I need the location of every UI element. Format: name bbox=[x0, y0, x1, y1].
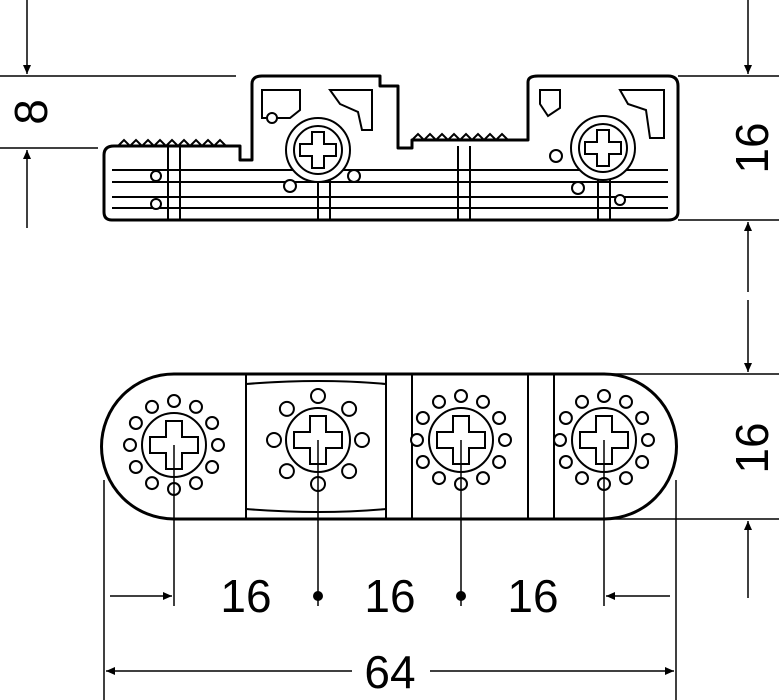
ring-hole bbox=[128, 416, 143, 430]
ring-hole bbox=[341, 400, 358, 417]
top-view: 16 bbox=[100, 300, 779, 700]
pitch-label-2: 16 bbox=[364, 570, 415, 622]
ring-hole bbox=[619, 471, 633, 486]
ring-hole bbox=[492, 455, 507, 469]
ring-hole bbox=[189, 476, 203, 491]
ring-hole bbox=[476, 471, 490, 486]
top-dot-rings bbox=[123, 388, 655, 496]
overall-label-64: 64 bbox=[364, 646, 415, 698]
ring-hole bbox=[454, 389, 468, 403]
side-bracket-left bbox=[261, 89, 301, 119]
ring-hole bbox=[341, 463, 358, 480]
ring-hole bbox=[575, 471, 589, 486]
ring-hole bbox=[432, 471, 446, 486]
side-cross-hole-left bbox=[285, 117, 351, 183]
ring-hole bbox=[123, 438, 137, 452]
ring-hole bbox=[415, 455, 430, 469]
side-bracket-right-a bbox=[539, 89, 561, 118]
side-small-holes bbox=[150, 112, 626, 210]
ring-hole bbox=[167, 394, 181, 408]
pitch-dot-2 bbox=[456, 591, 466, 601]
ring-hole bbox=[619, 394, 633, 409]
dim-label-8: 8 bbox=[5, 99, 57, 125]
dim-label-16-top: 16 bbox=[726, 422, 778, 473]
ring-hole bbox=[558, 455, 573, 469]
ring-hole bbox=[145, 476, 159, 491]
ring-hole bbox=[641, 433, 655, 447]
ring-hole bbox=[278, 463, 295, 480]
pitch-dot-1 bbox=[313, 591, 323, 601]
ring-hole bbox=[415, 411, 430, 425]
ring-hole bbox=[310, 388, 326, 404]
ring-hole bbox=[410, 433, 424, 447]
ring-hole bbox=[266, 432, 282, 448]
side-bracket-mid bbox=[328, 89, 373, 131]
ring-hole bbox=[211, 438, 225, 452]
side-bracket-right-b bbox=[618, 89, 665, 139]
ring-hole bbox=[597, 389, 611, 403]
ring-hole bbox=[498, 433, 512, 447]
ring-hole bbox=[145, 399, 159, 414]
pitch-label-1: 16 bbox=[220, 570, 271, 622]
top-segment-dividers bbox=[245, 374, 555, 519]
ring-hole bbox=[432, 394, 446, 409]
side-teeth bbox=[117, 132, 509, 148]
ring-hole bbox=[205, 416, 220, 430]
ring-hole bbox=[635, 455, 650, 469]
ring-hole bbox=[278, 400, 295, 417]
ring-hole bbox=[553, 433, 567, 447]
ring-hole bbox=[128, 460, 143, 474]
ring-hole bbox=[476, 394, 490, 409]
side-cross-hole-right bbox=[570, 115, 636, 181]
side-view: 8 16 bbox=[0, 0, 779, 292]
ring-hole bbox=[635, 411, 650, 425]
ring-hole bbox=[354, 432, 370, 448]
ring-hole bbox=[205, 460, 220, 474]
ring-hole bbox=[558, 411, 573, 425]
connector-side-outline bbox=[102, 74, 680, 222]
dim-label-16-side: 16 bbox=[726, 122, 778, 173]
ring-hole bbox=[492, 411, 507, 425]
ring-hole bbox=[575, 394, 589, 409]
pitch-label-3: 16 bbox=[507, 570, 558, 622]
ring-hole bbox=[189, 399, 203, 414]
